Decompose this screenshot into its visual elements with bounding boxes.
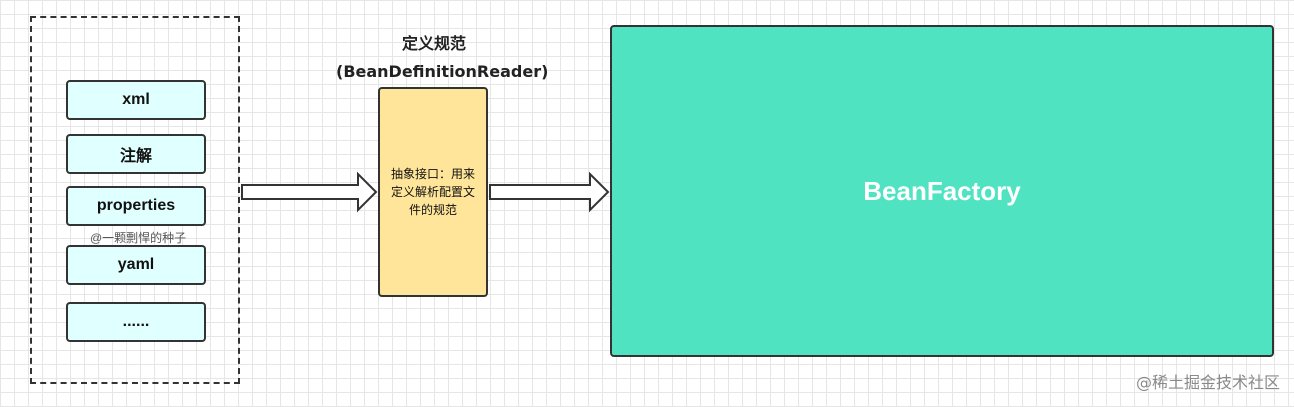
source-xml-label: xml (122, 91, 150, 108)
author-watermark: @一颗剽悍的种子 (90, 231, 187, 245)
source-formats-group (30, 16, 240, 384)
source-properties: properties (66, 186, 206, 226)
arrow-to-factory (489, 171, 610, 213)
source-yaml-label: yaml (117, 256, 155, 273)
source-more: ...... (66, 302, 206, 342)
bean-definition-reader-box: 抽象接口：用来定义解析配置文件的规范 (378, 87, 488, 297)
source-yaml: yaml (66, 245, 206, 285)
arrow-to-reader (241, 171, 378, 213)
bean-factory-label: BeanFactory (863, 175, 1021, 206)
source-annotation-label: 注解 (119, 148, 152, 165)
bean-factory-box: BeanFactory (610, 25, 1274, 357)
source-properties-label: properties (96, 197, 176, 214)
reader-title: 定义规范 (401, 34, 466, 53)
platform-watermark: @稀土掘金技术社区 (1135, 373, 1280, 392)
reader-interface-name: (BeanDefinitionReader) (336, 62, 549, 81)
source-xml: xml (66, 80, 206, 120)
source-annotation: 注解 (66, 134, 206, 174)
reader-description: 抽象接口：用来定义解析配置文件的规范 (390, 167, 475, 217)
source-more-label: ...... (122, 313, 150, 330)
